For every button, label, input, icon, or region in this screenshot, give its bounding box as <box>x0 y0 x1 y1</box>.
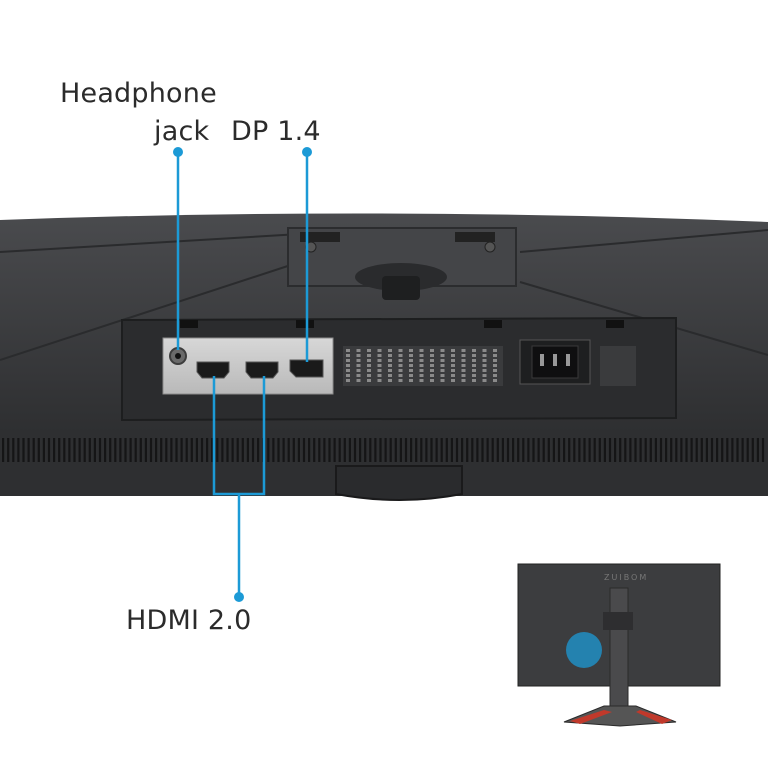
thumbnail-monitor: ZUIBOM <box>517 563 721 727</box>
hdmi-port-2 <box>245 361 279 379</box>
dp-label: DP 1.4 <box>231 116 321 147</box>
svg-text:ZUIBOM: ZUIBOM <box>604 573 648 582</box>
stand-base-tab <box>335 465 463 501</box>
headphone-label-line1: Headphone <box>60 78 217 109</box>
stand-neck <box>382 276 420 300</box>
dp-callout-dot <box>302 147 312 157</box>
hdmi-label: HDMI 2.0 <box>126 605 252 636</box>
stand-mount-plate <box>287 227 517 287</box>
headphone-callout-dot <box>173 147 183 157</box>
displayport-port <box>289 359 324 378</box>
headphone-label-line2: jack <box>154 116 210 147</box>
highlight-marker <box>566 632 602 668</box>
hdmi-port-1 <box>196 361 230 379</box>
hdmi-callout-dot <box>234 592 244 602</box>
callout-lines <box>176 152 309 596</box>
